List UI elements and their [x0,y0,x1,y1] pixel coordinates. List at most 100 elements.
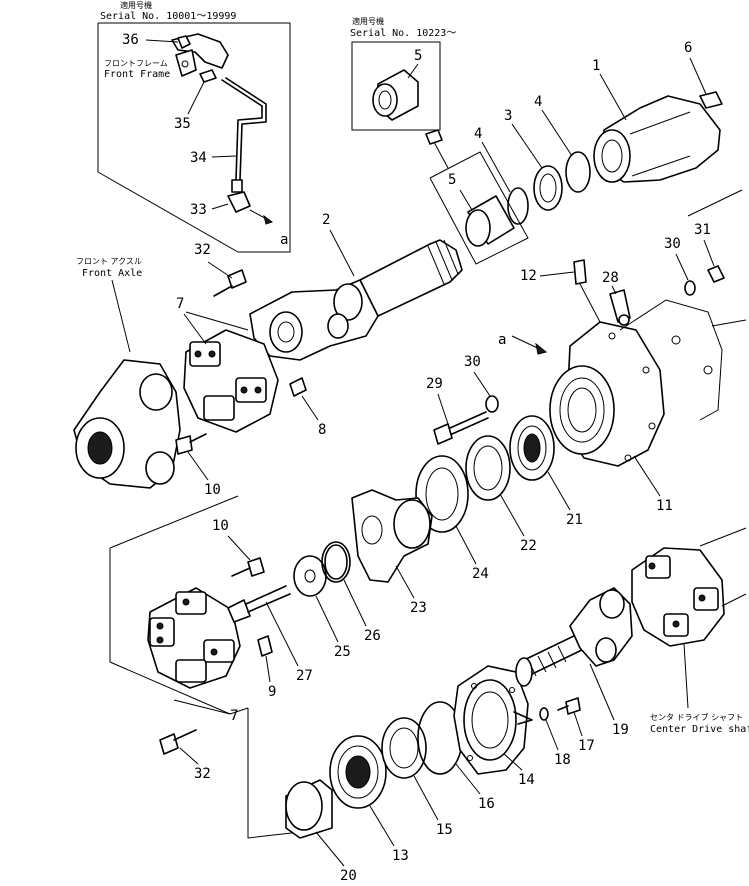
housing-1-bore-face [593,129,631,183]
callout-5b: 5 [448,172,456,188]
callout-15: 15 [436,822,453,838]
seal-3-inner [539,173,557,203]
center-joint-bolt-1 [648,562,656,570]
leader-35 [187,81,205,115]
front-frame-tab [175,49,197,77]
callout-9: 9 [268,684,276,700]
washer-oring-group: 25 26 [293,541,381,660]
center-drive-label-jp: センタ ドライブ シャフト [650,712,743,722]
housing-11-group: 11 12 28 30 31 a 30 29 [415,189,747,582]
frame-hole-2 [703,365,713,375]
grease-fitting-8 [289,377,307,397]
leader-19 [589,663,615,721]
housing-11-bore [559,377,605,443]
callout-30b: 30 [664,236,681,252]
leader-32a [207,261,233,279]
spider-7a-bolt-2 [208,350,216,358]
callout-14: 14 [518,772,535,788]
spider-7a-bolt-1 [194,350,202,358]
callout-21: 21 [566,512,583,528]
leader-16 [455,763,481,795]
callout-12: 12 [520,268,537,284]
callout-28: 28 [602,270,619,286]
front-frame-label-en: Front Frame [104,69,170,80]
seal-24-inner [425,467,459,521]
bolt-32b-shank [173,729,197,741]
spider-7b-cap-4 [175,659,207,683]
bolt-17-shank [557,705,569,711]
bolt-27-shank [245,585,291,613]
inset-a-serial: Serial No. 10001～19999 [100,11,236,22]
shaft-2-teeth [427,239,459,285]
pointer-head [425,129,443,145]
leader-center-drive [683,643,689,709]
housing-1-lines [629,111,691,177]
leader-8 [301,395,319,421]
callout-11: 11 [656,498,673,514]
shaft-2-spline [359,239,463,317]
leader-3 [511,123,543,169]
callout-5a: 5 [414,48,422,64]
fitting-9 [257,635,273,657]
bolt-10a-head [175,435,193,455]
upper-shaft-assembly: 1 6 4 3 4 5 2 [249,40,723,361]
lower-spider-group: 7 10 27 9 32 [109,495,313,782]
shaft-19-end [515,657,533,687]
leader-9 [265,655,271,683]
spider-7a-cap-2 [235,377,267,403]
cover-14-hole-1 [471,683,477,689]
leader-24 [455,525,477,565]
yoke-2-ear-b [327,313,349,339]
center-joint-bolt-2 [698,594,706,602]
fitting-12-path [579,283,601,323]
callout-16: 16 [478,796,495,812]
housing-11-hole-2 [642,366,650,374]
front-axle-ear-b [145,451,175,485]
o-ring-26 [321,541,351,583]
callout-7b: 7 [230,708,238,724]
leader-17 [573,711,583,737]
yoke-2-ear-hole [277,321,295,343]
center-joint-bolt-3 [672,620,680,628]
pointer-shaft [433,141,449,169]
leader-20 [315,831,345,867]
bearing-22-inner [473,445,503,491]
washer-30b [684,280,696,296]
yoke-23-group: 23 [351,489,433,616]
callout-24: 24 [472,566,489,582]
callout-13: 13 [392,848,409,864]
callout-33: 33 [190,202,207,218]
leader-10b [227,535,251,561]
callout-19: 19 [612,722,629,738]
leader-7a [183,313,207,345]
fitting-35 [199,69,217,83]
callout-26: 26 [364,628,381,644]
bolt-29-shank [449,411,489,435]
inset-b-heading: 適用号機 [352,16,384,26]
box-line-1 [109,495,239,549]
ref-a-inset: a [280,232,288,248]
arrow-a-main [535,342,548,355]
ref-a-main: a [498,332,506,348]
inset-b-serial: Serial No. 10223～ [350,28,456,39]
spider-7a-cap-3 [203,395,235,421]
yoke-2-ear [269,311,303,353]
leader-15 [413,775,439,821]
grease-nipple-6 [699,91,723,109]
leader-6 [689,57,707,95]
housing-11-hole-4 [624,454,632,462]
yoke-23-hub [393,499,431,549]
nut-33 [231,179,243,193]
elbow-33 [227,191,251,213]
snap-ring-4a [507,187,529,225]
callout-22: 22 [520,538,537,554]
callout-2: 2 [322,212,330,228]
leader-4a [481,141,511,193]
spider-7b-bolt-3 [182,598,190,606]
grease-fitting-12 [573,259,587,285]
callout-23: 23 [410,600,427,616]
leader-4b [541,109,573,157]
leader-36 [145,39,179,43]
callout-30a: 30 [464,354,481,370]
housing-11-bore-in [567,387,597,433]
